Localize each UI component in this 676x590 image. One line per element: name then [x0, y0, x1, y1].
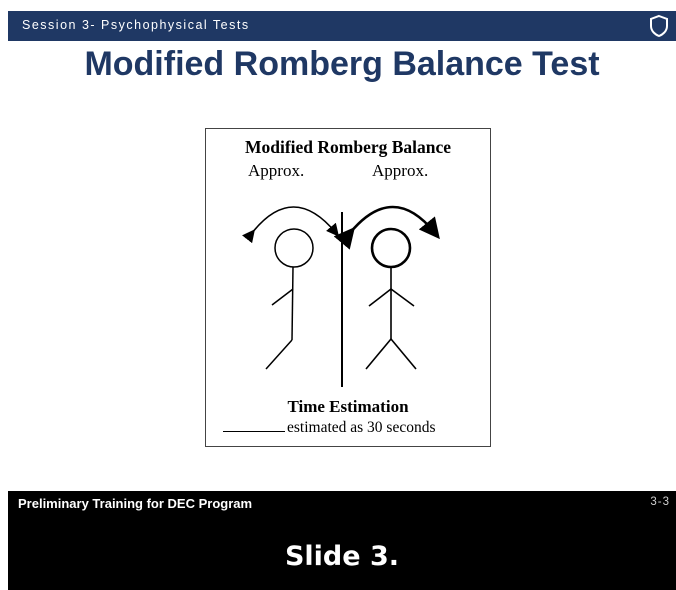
standing-stick-figure: [365, 227, 417, 370]
footer-area: Preliminary Training for DEC Program 3-3…: [8, 491, 676, 590]
slide-caption: Slide 3.: [284, 541, 400, 572]
approx-left-label: Approx.: [248, 161, 305, 180]
time-estimation-text: estimated as 30 seconds: [287, 419, 436, 436]
blank-line: [223, 419, 285, 432]
slide-title: Modified Romberg Balance Test: [84, 45, 600, 83]
stick-figures-illustration: [242, 205, 440, 387]
time-estimation-line: estimated as 30 seconds: [223, 419, 493, 437]
page-number: 3-3: [650, 496, 670, 508]
shield-icon: [650, 14, 668, 38]
session-label: Session 3- Psychophysical Tests: [22, 18, 250, 32]
tilted-stick-figure: [265, 228, 314, 370]
program-label: Preliminary Training for DEC Program: [18, 496, 253, 511]
approx-right-label: Approx.: [372, 161, 429, 180]
romberg-figure: Modified Romberg Balance Approx. Approx.: [205, 128, 491, 447]
right-sway-arrow: [333, 205, 440, 250]
figure-title: Modified Romberg Balance: [244, 137, 452, 157]
time-estimation-title: Time Estimation: [287, 397, 409, 416]
session-header-bar: Session 3- Psychophysical Tests: [8, 11, 676, 41]
left-sway-arrow: [242, 206, 340, 244]
